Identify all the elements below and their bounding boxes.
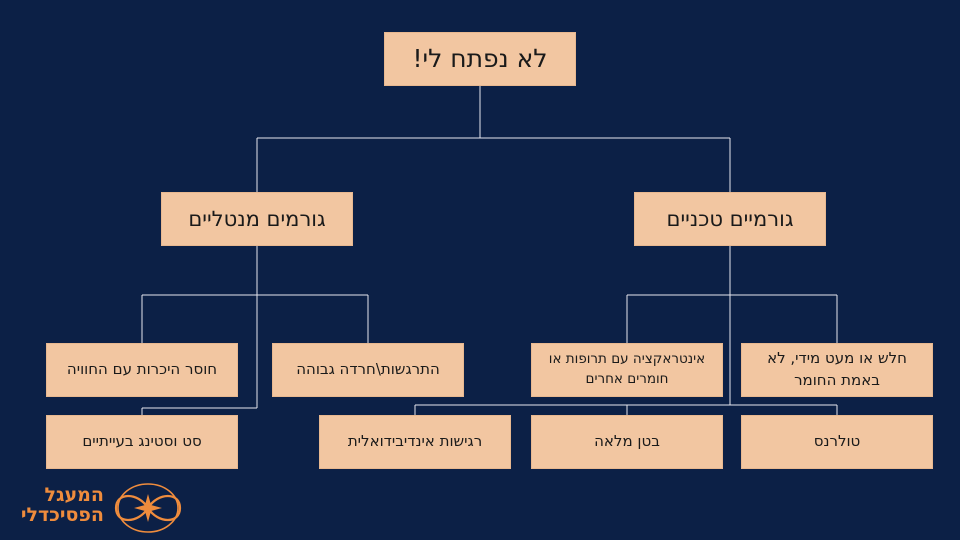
mental-factor-label: התרגשות\חרדה גבוהה bbox=[296, 360, 440, 379]
infinity-star-icon bbox=[114, 483, 182, 533]
technical-factor-node: חלש או מעט מידי, לא באמת החומר bbox=[741, 343, 933, 397]
technical-factor-label: בטן מלאה bbox=[594, 432, 660, 451]
mental-factor-node: חוסר היכרות עם החוויה bbox=[46, 343, 238, 397]
technical-factor-node: רגישות אינדיבידואלית bbox=[319, 415, 511, 469]
technical-factor-node: טולרנס bbox=[741, 415, 933, 469]
mental-factor-label: סט וסטינג בעייתיים bbox=[82, 432, 202, 451]
technical-factor-node: בטן מלאה bbox=[531, 415, 723, 469]
mental-factor-node: התרגשות\חרדה גבוהה bbox=[272, 343, 464, 397]
mental-factor-node: סט וסטינג בעייתיים bbox=[46, 415, 238, 469]
technical-factor-node: אינטראקציה עם תרופות או חומרים אחרים bbox=[531, 343, 723, 397]
root-label: לא נפתח לי! bbox=[412, 43, 548, 73]
brand-logo: המעגל הפסיכדלי bbox=[6, 478, 186, 538]
technical-factor-label: אינטראקציה עם תרופות או חומרים אחרים bbox=[548, 351, 706, 387]
technical-factors-node: גורמיים טכניים bbox=[634, 192, 826, 246]
technical-factor-label: רגישות אינדיבידואלית bbox=[347, 432, 483, 451]
logo-line-2: הפסיכדלי bbox=[20, 503, 104, 526]
mental-factors-label: גורמים מנטליים bbox=[188, 206, 326, 231]
technical-factor-label: חלש או מעט מידי, לא באמת החומר bbox=[767, 349, 907, 389]
technical-factor-label: טולרנס bbox=[813, 432, 861, 451]
mental-factors-node: גורמים מנטליים bbox=[161, 192, 353, 246]
root-node: לא נפתח לי! bbox=[384, 32, 576, 86]
mental-factor-label: חוסר היכרות עם החוויה bbox=[66, 360, 218, 379]
logo-text: המעגל הפסיכדלי bbox=[8, 484, 104, 526]
technical-factors-label: גורמיים טכניים bbox=[666, 206, 794, 231]
logo-line-1: המעגל bbox=[44, 484, 104, 506]
